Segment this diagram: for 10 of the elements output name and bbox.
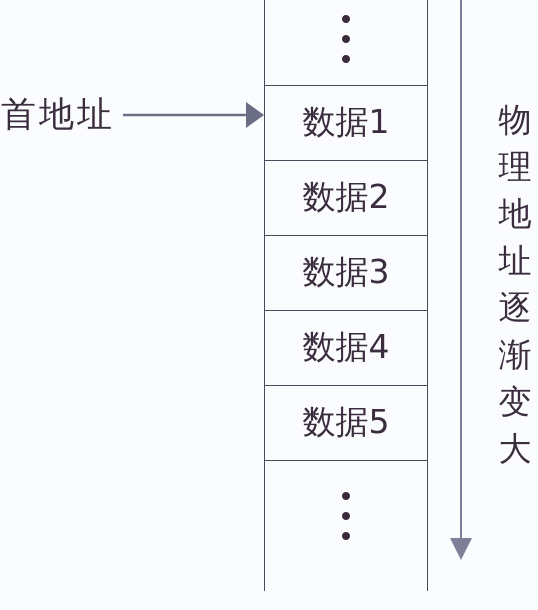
memory-cell [264, 460, 428, 591]
memory-cell: 数据4 [264, 310, 428, 386]
arrow [123, 102, 264, 128]
vertical-note: 物理地址逐渐变大 [498, 99, 532, 470]
memory-cell: 数据5 [264, 386, 428, 460]
memory-cell: 数据1 [264, 86, 428, 160]
address-label: 首地址 [1, 95, 123, 135]
memory-cell: 数据3 [264, 236, 428, 310]
memory-cell: 数据2 [264, 160, 428, 236]
memory-cell [264, 0, 428, 86]
